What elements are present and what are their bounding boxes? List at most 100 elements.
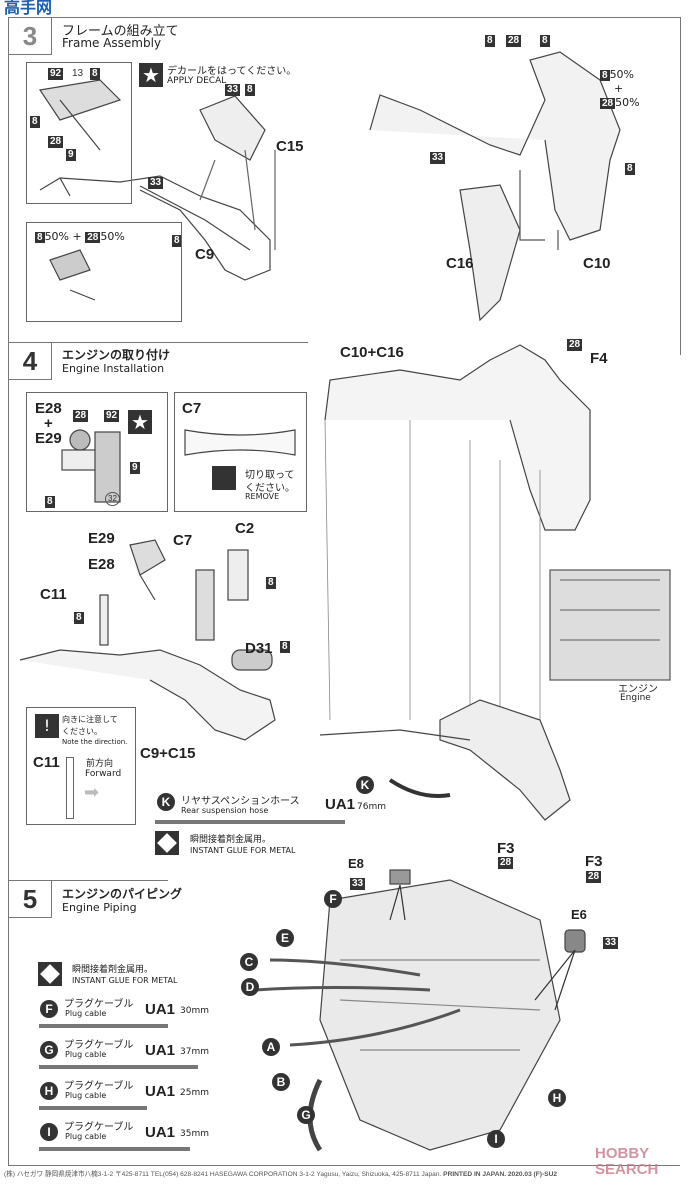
part-label: C9 [195, 246, 215, 263]
color-code: 28 [567, 339, 583, 351]
glue-note-jp: 瞬間接着剤金属用。 [190, 835, 272, 845]
cable-material: UA1 [145, 1001, 176, 1018]
part-label: C7 [182, 400, 202, 417]
part-label: C2 [235, 520, 255, 537]
mix-percent: 50% [609, 68, 635, 81]
part-label: C11 [40, 586, 67, 603]
step5-title-jp: エンジンのパイピング [62, 887, 183, 901]
color-code: 8 [280, 641, 290, 653]
step4-inset-e28-e29 [26, 392, 168, 512]
plus-sign: + [44, 415, 53, 432]
part-label: C10 [583, 255, 611, 272]
c11-part-sketch [66, 757, 74, 819]
page-border-top [8, 17, 680, 18]
hose-length-bar [155, 820, 345, 824]
part-label: E8 [348, 856, 364, 871]
color-code: 92 [104, 410, 120, 422]
hose-letter-k: K [157, 793, 175, 811]
color-code: 8 [245, 84, 255, 96]
callout-a: A [262, 1038, 280, 1056]
part-label: E6 [571, 907, 587, 922]
color-code: 32 [105, 492, 120, 506]
cable-length: 35mm [180, 1129, 209, 1139]
cable-name-en: Plug cable [65, 1050, 107, 1059]
color-code: 92 [48, 68, 64, 80]
mix-percent: 50% [100, 230, 125, 243]
note-jp: 向きに注意して [62, 715, 118, 724]
part-label: F3 [585, 853, 603, 870]
hose-name-jp: リヤサスペンションホース [181, 796, 300, 807]
step3-title-en: Frame Assembly [62, 36, 162, 50]
step5-divider [8, 880, 168, 881]
cable-name-jp: プラグケーブル [64, 999, 134, 1010]
color-code: 28 [600, 98, 616, 109]
part-label: C16 [446, 255, 474, 272]
glue-note-jp: 瞬間接着剤金属用。 [72, 965, 154, 975]
cable-name-jp: プラグケーブル [64, 1122, 134, 1133]
part-label: C11 [33, 754, 60, 771]
color-code: 28 [48, 136, 64, 148]
page-border-left [8, 17, 9, 1165]
part-label: C9+C15 [140, 745, 196, 762]
part-label: E28 [35, 400, 62, 417]
mix-percent: 50% [615, 96, 640, 109]
color-code: 9 [130, 462, 140, 474]
color-code: 8 [90, 68, 100, 80]
cable-length-bar [39, 1024, 168, 1028]
forward-en: Forward [85, 769, 122, 779]
cable-letter-g: G [40, 1041, 58, 1059]
color-code: 8 [266, 577, 276, 589]
color-code: 8 [485, 35, 495, 47]
page-border-bottom [8, 1165, 680, 1166]
mix-percent: 50% [44, 230, 70, 243]
callout-b: B [272, 1073, 290, 1091]
hose-material: UA1 [325, 796, 356, 813]
callout-c: C [240, 953, 258, 971]
part-label: C7 [173, 532, 193, 549]
footer-address: (株) ハセガワ 静岡県焼津市八楠3-1-2 〒425-8711 TEL(054… [4, 1168, 557, 1178]
hobby-search-watermark: HOBBY SEARCH [595, 1145, 659, 1178]
cable-name-jp: プラグケーブル [64, 1081, 134, 1092]
footer-text: (株) ハセガワ 静岡県焼津市八楠3-1-2 〒425-8711 TEL(054… [4, 1171, 442, 1178]
cable-letter-i: I [40, 1123, 58, 1141]
remove-note-jp: ください。 [245, 483, 295, 494]
cable-name-en: Plug cable [65, 1132, 107, 1141]
watermark-logo-text: 高手网 [4, 0, 53, 17]
decal-note-jp: デカールをはってください。 [167, 66, 297, 77]
color-code: 33 [350, 878, 366, 890]
color-code: 8 [625, 163, 635, 175]
engine-label-en: Engine [620, 693, 651, 703]
decal-star-icon: ★ [139, 63, 163, 87]
part-label: C10+C16 [340, 344, 404, 361]
part-label: C15 [276, 138, 304, 155]
callout-h: H [548, 1089, 566, 1107]
step5-title-en: Engine Piping [62, 901, 137, 914]
step3-inset-mix [26, 222, 182, 322]
color-code: 28 [498, 857, 514, 869]
mix-plus: + [614, 82, 624, 95]
step3-number: 3 [8, 17, 52, 55]
decal-note-en: APPLY DECAL [167, 76, 227, 86]
printed-in-japan: PRINTED IN JAPAN. 2020.03 (F)-SU2 [443, 1171, 558, 1178]
remove-note-jp: 切り取って [245, 470, 295, 481]
color-code: 8 [30, 116, 40, 128]
step4-inset-c7 [174, 392, 307, 512]
cable-letter-f: F [40, 1000, 58, 1018]
note-en: Note the direction. [62, 738, 128, 746]
color-code: 28 [85, 232, 101, 243]
hose-callout-k: K [356, 776, 374, 794]
cable-letter-h: H [40, 1082, 58, 1100]
cable-length-bar [39, 1147, 190, 1151]
color-code: 33 [430, 152, 446, 164]
remove-note-en: REMOVE [245, 492, 280, 501]
callout-d: D [241, 978, 259, 996]
cable-length: 37mm [180, 1047, 209, 1057]
cable-material: UA1 [145, 1042, 176, 1059]
color-code: 33 [148, 177, 164, 189]
cable-name-jp: プラグケーブル [64, 1040, 134, 1051]
step3-title-jp: フレームの組み立て [62, 24, 179, 39]
color-code: 8 [540, 35, 550, 47]
instant-glue-icon [155, 831, 179, 855]
step4-number: 4 [8, 342, 52, 380]
color-code: 28 [506, 35, 522, 47]
